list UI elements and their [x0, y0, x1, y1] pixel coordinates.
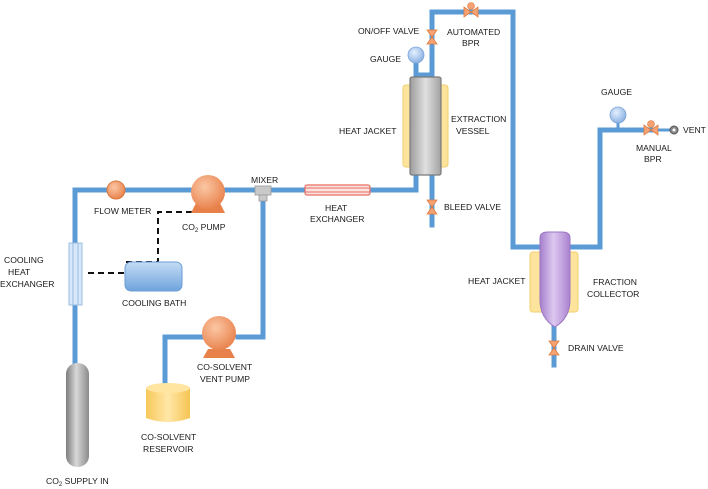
cooling-line-pump	[125, 211, 192, 263]
label-co2-supply-in: CO2 SUPPLY IN	[46, 476, 109, 488]
cooling-heat-exchanger	[68, 242, 83, 306]
pipe-collector-to-vent	[569, 127, 654, 250]
label-cooling-hx-2: HEAT	[8, 267, 31, 277]
label-cosolvent-pump-2: VENT PUMP	[200, 374, 250, 384]
mixer	[254, 185, 272, 202]
vent-icon	[658, 125, 679, 135]
label-cooling-hx-1: COOLING	[4, 255, 44, 265]
label-drain-valve: DRAIN VALVE	[568, 343, 624, 353]
label-flow-meter: FLOW METER	[94, 206, 151, 216]
label-manual-bpr-2: BPR	[644, 154, 662, 164]
label-vent: VENT	[683, 125, 707, 135]
label-cosolvent-pump-1: CO-SOLVENT	[197, 362, 253, 372]
flow-meter	[106, 180, 126, 200]
heat-exchanger	[304, 184, 371, 196]
automated-bpr[interactable]	[463, 2, 479, 18]
gauge-top	[407, 46, 425, 64]
fraction-collector	[529, 231, 579, 328]
bleed-valve[interactable]	[426, 199, 438, 215]
label-extraction-vessel-1: EXTRACTION	[451, 114, 506, 124]
label-heat-jacket-vessel: HEAT JACKET	[339, 126, 397, 136]
label-fraction-collector-2: COLLECTOR	[587, 289, 639, 299]
cosolvent-pump[interactable]	[202, 316, 236, 358]
label-gauge-top: GAUGE	[370, 54, 401, 64]
co2-cylinder	[66, 363, 89, 467]
pipes	[72, 9, 654, 391]
pipe-cosolvent-line	[162, 334, 205, 391]
drain-valve[interactable]	[548, 340, 560, 356]
label-co2-pump: CO2 PUMP	[182, 222, 226, 234]
label-bleed-valve: BLEED VALVE	[444, 202, 501, 212]
label-cosolvent-reservoir-1: CO-SOLVENT	[141, 432, 197, 442]
label-heat-jacket-collector: HEAT JACKET	[468, 276, 526, 286]
gauge-right	[609, 106, 627, 128]
label-extraction-vessel-2: VESSEL	[456, 126, 490, 136]
label-mixer: MIXER	[251, 175, 278, 185]
label-on-off-valve: ON/OFF VALVE	[358, 26, 420, 36]
label-cooling-hx-3: EXCHANGER	[0, 279, 54, 289]
cooling-bath	[124, 261, 183, 292]
label-cooling-bath: COOLING BATH	[122, 298, 186, 308]
label-fraction-collector-1: FRACTION	[593, 277, 637, 287]
cosolvent-reservoir	[146, 383, 190, 422]
pipe-supply-line	[72, 187, 193, 368]
label-cosolvent-reservoir-2: RESERVOIR	[143, 444, 193, 454]
manual-bpr[interactable]	[643, 120, 659, 136]
pipe-cosolvent-to-mixer	[235, 194, 266, 340]
label-heat-exchanger-1: HEAT	[325, 203, 348, 213]
label-automated-bpr-1: AUTOMATED	[447, 27, 500, 37]
label-heat-exchanger-2: EXCHANGER	[310, 214, 364, 224]
on-off-valve[interactable]	[426, 29, 438, 45]
label-automated-bpr-2: BPR	[462, 38, 480, 48]
label-gauge-right: GAUGE	[601, 87, 632, 97]
label-manual-bpr-1: MANUAL	[636, 143, 672, 153]
extraction-vessel	[402, 76, 449, 176]
pipe-gauge-stub	[413, 61, 435, 78]
co2-pump[interactable]	[191, 175, 225, 213]
pipe-hx-to-vessel	[367, 169, 419, 193]
